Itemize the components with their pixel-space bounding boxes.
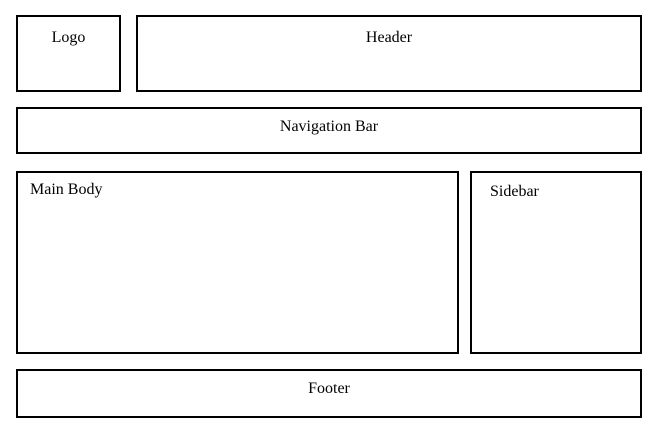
navigation-bar-box: Navigation Bar bbox=[16, 107, 642, 154]
footer-box: Footer bbox=[16, 369, 642, 418]
sidebar-box: Sidebar bbox=[470, 171, 642, 354]
logo-box: Logo bbox=[16, 15, 121, 92]
footer-label: Footer bbox=[308, 380, 350, 397]
header-label: Header bbox=[365, 29, 413, 46]
logo-label: Logo bbox=[51, 29, 86, 46]
main-body-box: Main Body bbox=[16, 171, 459, 354]
header-box: Header bbox=[136, 15, 642, 92]
main-body-label: Main Body bbox=[30, 181, 103, 198]
sidebar-label: Sidebar bbox=[490, 183, 539, 200]
navigation-bar-label: Navigation Bar bbox=[279, 118, 379, 135]
